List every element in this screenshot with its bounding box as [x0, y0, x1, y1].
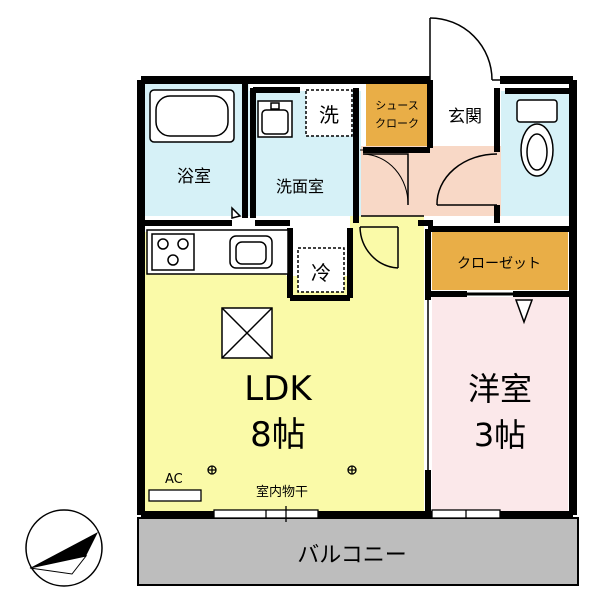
western-room-floor [432, 297, 568, 511]
shoe-closet [366, 84, 428, 146]
closet-label: クローゼット [457, 256, 541, 272]
kitchen [146, 229, 289, 275]
balcony [137, 517, 579, 586]
windows [213, 506, 501, 522]
kitchen-sink-icon [229, 235, 273, 269]
bath-label: 浴室 [177, 167, 211, 187]
balcony-label: バルコニー [297, 543, 407, 568]
air-conditioner: AC [148, 472, 202, 502]
ac-label: AC [165, 472, 183, 487]
partitions [360, 149, 430, 470]
ceiling-outlet-icon [207, 465, 357, 475]
interior-walls [141, 80, 573, 515]
shoe-closet-label-1: シュース [375, 99, 418, 112]
shoe-closet-label-2: クローク [375, 117, 419, 130]
ldk-floor [143, 276, 424, 512]
washer-label: 洗 [319, 103, 339, 127]
stove-icon [151, 233, 195, 271]
ldk-size: 8帖 [250, 415, 306, 455]
western-room-label: 洋室 [468, 370, 532, 408]
closet [432, 232, 568, 290]
refrigerator: 冷 [297, 247, 345, 293]
north-arrow-icon [25, 509, 103, 587]
bathtub [149, 89, 235, 143]
doors [231, 17, 534, 325]
washer: 洗 [305, 89, 353, 137]
indoor-drying-label: 室内物干 [256, 484, 308, 500]
ldk-floor-corridor [350, 216, 424, 276]
fridge-label: 冷 [311, 261, 331, 285]
wash-basin [257, 100, 293, 138]
toilet [516, 99, 558, 177]
ldk-label: LDK [244, 369, 313, 409]
western-room-size: 3帖 [474, 416, 526, 454]
ventilation-fan-icon [221, 307, 273, 359]
washroom-label: 洗面室 [276, 177, 324, 196]
outer-walls [137, 76, 577, 519]
entrance-label: 玄関 [448, 107, 482, 127]
